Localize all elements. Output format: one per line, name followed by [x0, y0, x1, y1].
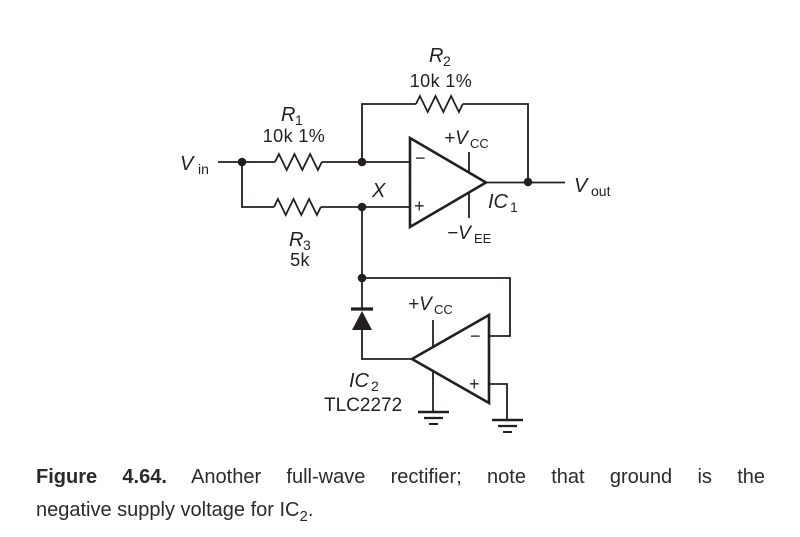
ic1-vee-label: −V EE — [447, 223, 492, 246]
caption-ic2-subscript: 2 — [299, 508, 308, 525]
junction-dot — [237, 157, 247, 167]
resistors — [273, 93, 464, 218]
junction-dot — [357, 273, 367, 283]
r2-label: R 2 — [429, 45, 451, 69]
r1-value: 10k 1% — [263, 126, 325, 146]
caption-line-2: negative supply voltage for IC2. — [36, 494, 765, 527]
ic1-name-label: IC 1 — [488, 191, 518, 215]
caption-line-1: Figure 4.64. Another full-wave rectifier… — [36, 461, 765, 494]
opamp-ic1-triangle — [408, 135, 489, 230]
resistor-r1 — [274, 151, 323, 173]
wires — [218, 103, 565, 420]
junction-dot — [357, 202, 367, 212]
r3-label: R 3 — [289, 229, 311, 253]
ic1-vcc-label: +V CC — [444, 128, 489, 151]
ic2-name-label: IC 2 — [349, 370, 379, 394]
caption-line2-text: negative supply voltage for IC — [36, 499, 300, 521]
ic2-noninverting-input-wire — [489, 383, 508, 420]
figure-caption: Figure 4.64. Another full-wave rectifier… — [36, 461, 765, 527]
ic1-minus-sign: − — [415, 148, 426, 168]
ic2-plus-sign: + — [469, 374, 480, 394]
caption-figure-label: Figure 4.64. — [36, 466, 167, 488]
vout-label: V out — [574, 175, 611, 199]
junction-dot — [357, 157, 367, 167]
ic2-output-wire — [361, 330, 412, 360]
resistor-r3 — [273, 196, 322, 218]
caption-period: . — [307, 499, 314, 521]
ground-symbol-left — [418, 410, 449, 425]
resistor-r2 — [415, 93, 464, 115]
diode-anode-triangle — [352, 311, 372, 330]
r3-value: 5k — [290, 250, 310, 270]
circuit-diagram: V in R 1 10k 1% R 2 10k 1% R 3 5k X − + … — [180, 45, 611, 433]
ic2-inverting-input-wire — [362, 277, 511, 337]
r2-value: 10k 1% — [410, 71, 472, 91]
junction-dots — [237, 157, 533, 283]
diode — [351, 307, 373, 330]
ic2-vcc-label: +V CC — [408, 294, 453, 317]
ground-symbol-right — [492, 418, 523, 433]
r2-feedback-wire — [361, 103, 529, 182]
vin-label: V in — [180, 153, 209, 177]
node-x-label: X — [371, 180, 386, 202]
ic2-minus-sign: − — [470, 326, 481, 346]
junction-dot — [523, 177, 533, 187]
ic2-part-label: TLC2272 — [324, 395, 402, 416]
caption-line1-text: Another full-wave rectifier; note that g… — [191, 466, 765, 488]
vin-branch-wire — [241, 162, 274, 208]
opamp-ic2-triangle — [409, 312, 491, 406]
ic1-plus-sign: + — [414, 196, 425, 216]
r1-label: R 1 — [281, 104, 303, 128]
